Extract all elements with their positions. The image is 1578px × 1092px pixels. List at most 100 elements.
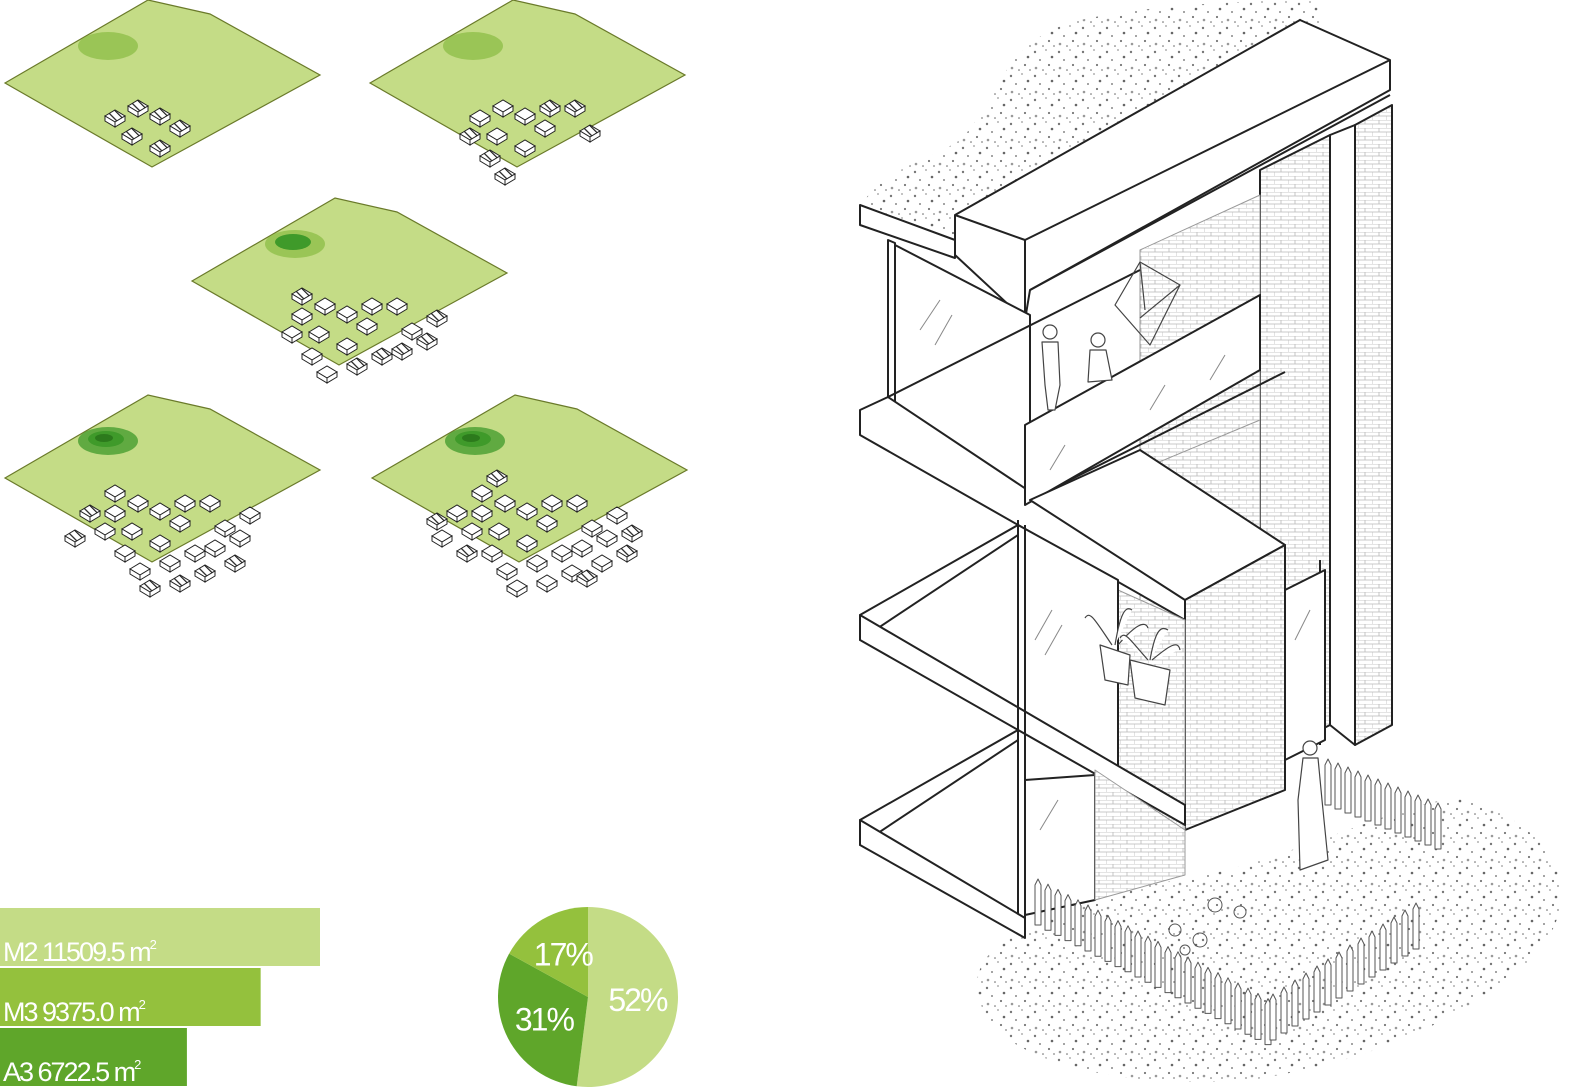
existing-building-block — [127, 494, 149, 513]
fence-picket — [1390, 916, 1398, 964]
existing-building-block — [308, 325, 330, 344]
new-building-block — [194, 564, 216, 583]
fence-picket — [1424, 798, 1432, 846]
slab-level-0 — [859, 729, 1019, 846]
pie-label-2: 31% — [515, 1001, 575, 1037]
new-building-block — [576, 569, 598, 588]
fence-picket — [1394, 786, 1402, 834]
new-building-block — [391, 342, 413, 361]
new-building-block — [426, 512, 448, 531]
existing-building-block — [184, 544, 206, 563]
flowers — [1168, 897, 1247, 956]
new-building-block — [621, 524, 643, 543]
park-area — [443, 32, 503, 60]
fence-picket — [1334, 762, 1342, 810]
existing-building-block — [536, 514, 558, 533]
site-plan-stage-4 — [3, 394, 322, 598]
glass-balustrade-upper — [1024, 294, 1261, 506]
butterfly-chair — [1114, 261, 1181, 346]
new-building-block — [416, 332, 438, 351]
pie-slice-3 — [509, 906, 588, 997]
existing-building-block — [199, 494, 221, 513]
fence-picket — [1114, 920, 1122, 968]
existing-building-block — [204, 539, 226, 558]
people-figures-upper — [1041, 324, 1113, 411]
fence-picket — [1154, 940, 1162, 988]
fence-picket — [1194, 961, 1202, 1009]
new-building-block — [64, 529, 86, 548]
existing-building-block — [239, 506, 261, 525]
new-building-block — [564, 99, 586, 118]
existing-building-block — [536, 574, 558, 593]
existing-building-block — [541, 494, 563, 513]
new-building-block — [104, 109, 126, 128]
existing-building-block — [486, 127, 508, 146]
existing-building-block — [121, 522, 143, 541]
bar-a3 — [0, 1028, 187, 1086]
existing-building-block — [356, 317, 378, 336]
new-building-block — [224, 554, 246, 573]
existing-building-block — [386, 297, 408, 316]
fence-picket — [1354, 770, 1362, 818]
new-building-block — [426, 309, 448, 328]
fence-picket — [1164, 946, 1172, 994]
garden-gravel — [976, 799, 1562, 1082]
brick-wall-right — [1354, 104, 1393, 746]
pie-slice-2 — [498, 953, 588, 1087]
bar-label-m3: M3 9375.0 m2 — [3, 997, 146, 1027]
fence-picket — [1204, 966, 1212, 1014]
existing-building-block — [361, 297, 383, 316]
existing-building-block — [336, 305, 358, 324]
pie-label-1: 52% — [608, 982, 668, 1018]
existing-building-block — [461, 522, 483, 541]
existing-building-block — [214, 519, 236, 538]
park-area — [78, 427, 138, 455]
fence-picket — [1357, 937, 1365, 985]
existing-building-block — [496, 562, 518, 581]
existing-building-block — [129, 562, 151, 581]
green-roof-gravel — [862, 0, 1320, 255]
existing-building-block — [314, 297, 336, 316]
existing-building-block — [301, 347, 323, 366]
existing-building-block — [506, 579, 528, 598]
fence-picket — [1280, 986, 1288, 1034]
existing-building-block — [431, 529, 453, 548]
glass-wall — [1329, 124, 1356, 746]
existing-building-block — [446, 504, 468, 523]
fence-picket — [1368, 930, 1376, 978]
existing-building-block — [488, 522, 510, 541]
existing-building-block — [159, 554, 181, 573]
new-building-block — [121, 127, 143, 146]
fence-picket — [1291, 979, 1299, 1027]
new-building-block — [127, 99, 149, 118]
fence-picket — [1434, 802, 1442, 850]
new-building-block — [149, 107, 171, 126]
existing-building-block — [514, 139, 536, 158]
fence-picket — [1313, 965, 1321, 1013]
fence-picket — [1335, 951, 1343, 999]
fence-picket — [1346, 944, 1354, 992]
new-building-block — [149, 139, 171, 158]
site-plan-stage-5 — [370, 394, 689, 598]
existing-building-block — [169, 514, 191, 533]
new-building-block — [539, 99, 561, 118]
existing-building-block — [94, 522, 116, 541]
existing-building-block — [104, 504, 126, 523]
new-building-block — [616, 544, 638, 563]
site-plan-stage-1 — [3, 0, 322, 168]
bar-m2 — [0, 908, 320, 966]
new-building-block — [346, 357, 368, 376]
existing-building-block — [281, 325, 303, 344]
pie-slice-1 — [576, 906, 679, 1087]
new-building-block — [169, 119, 191, 138]
new-building-block — [494, 167, 516, 186]
fence-picket — [1374, 778, 1382, 826]
park-area — [265, 230, 325, 258]
fence-picket — [1104, 914, 1112, 962]
existing-building-block — [316, 365, 338, 384]
share-pie-chart: 52%31%17% — [498, 906, 679, 1087]
fence-picket — [1269, 993, 1277, 1041]
fence-picket — [1384, 782, 1392, 830]
new-building-block — [79, 504, 101, 523]
fence-picket — [1379, 923, 1387, 971]
